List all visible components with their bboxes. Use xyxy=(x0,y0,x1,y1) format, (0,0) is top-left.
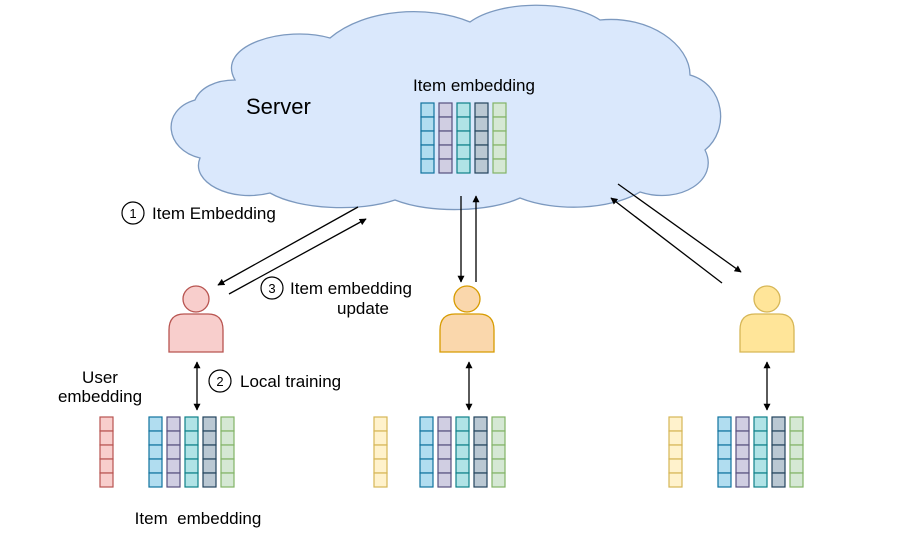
client-2-user-embedding xyxy=(373,416,388,488)
client-1-user-embedding xyxy=(99,416,114,488)
user-embedding-label-line1: User xyxy=(82,368,118,387)
user-2-icon xyxy=(439,285,495,353)
user-1-icon xyxy=(168,285,224,353)
server-item-embedding-matrix xyxy=(420,102,507,174)
client-3-item-embedding-column-5 xyxy=(789,416,804,488)
svg-text:3: 3 xyxy=(268,281,275,296)
server-item-embedding-column-5 xyxy=(492,102,507,174)
client-3-item-embedding-column-3 xyxy=(753,416,768,488)
svg-text:Item Embedding: Item Embedding xyxy=(152,204,276,223)
client-2-item-embedding-column-2 xyxy=(437,416,452,488)
client-3-item-embedding-column-1 xyxy=(717,416,732,488)
user-3-icon xyxy=(739,285,795,353)
server-item-embedding-column-2 xyxy=(438,102,453,174)
client-embedding-matrices xyxy=(99,416,804,488)
arrow-server-to-client3 xyxy=(617,183,742,273)
server-item-embedding-label: Item embedding xyxy=(413,76,535,95)
client-1-item-embedding-column-4 xyxy=(202,416,217,488)
step1-label: 1 Item Embedding xyxy=(121,201,276,225)
user-embedding-label-line2: embedding xyxy=(58,387,142,406)
server-item-embedding-column-1 xyxy=(420,102,435,174)
svg-text:update: update xyxy=(337,299,389,318)
step2-label: 2 Local training xyxy=(208,369,341,393)
step3-label: 3 Item embedding update xyxy=(260,276,412,318)
client-item-embedding-label: Item embedding xyxy=(135,509,262,528)
client-1-item-embedding-column-2 xyxy=(166,416,181,488)
server-item-embedding-column-3 xyxy=(456,102,471,174)
client-1-item-embedding-column-3 xyxy=(184,416,199,488)
svg-text:2: 2 xyxy=(216,374,223,389)
arrow-client3-to-server xyxy=(610,197,723,284)
svg-text:Item embedding: Item embedding xyxy=(290,279,412,298)
arrow-client1-to-server xyxy=(228,218,367,295)
client-2-item-embedding-column-4 xyxy=(473,416,488,488)
client-1-item-embedding-column-1 xyxy=(148,416,163,488)
arrow-server-to-client1 xyxy=(217,206,359,286)
client-1-item-embedding-column-5 xyxy=(220,416,235,488)
svg-text:1: 1 xyxy=(129,206,136,221)
client-2-item-embedding-column-1 xyxy=(419,416,434,488)
client-3-user-embedding xyxy=(668,416,683,488)
client-3-item-embedding-column-4 xyxy=(771,416,786,488)
svg-text:Local training: Local training xyxy=(240,372,341,391)
client-3-item-embedding-column-2 xyxy=(735,416,750,488)
client-2-item-embedding-column-5 xyxy=(491,416,506,488)
client-2-item-embedding-column-3 xyxy=(455,416,470,488)
server-item-embedding-column-4 xyxy=(474,102,489,174)
server-label: Server xyxy=(246,94,311,119)
